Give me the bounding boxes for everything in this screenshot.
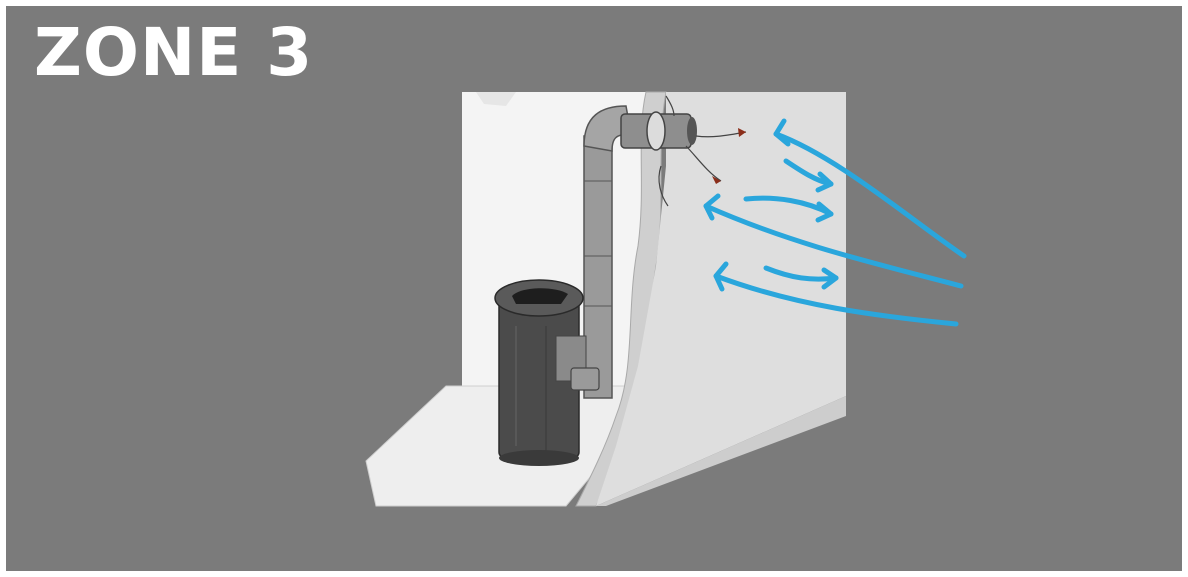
stove-connector xyxy=(571,368,599,390)
flue-pipe-vertical xyxy=(584,136,612,398)
stove-installation-diagram xyxy=(6,6,1182,571)
illustration-frame: ZONE 3 xyxy=(6,6,1182,571)
